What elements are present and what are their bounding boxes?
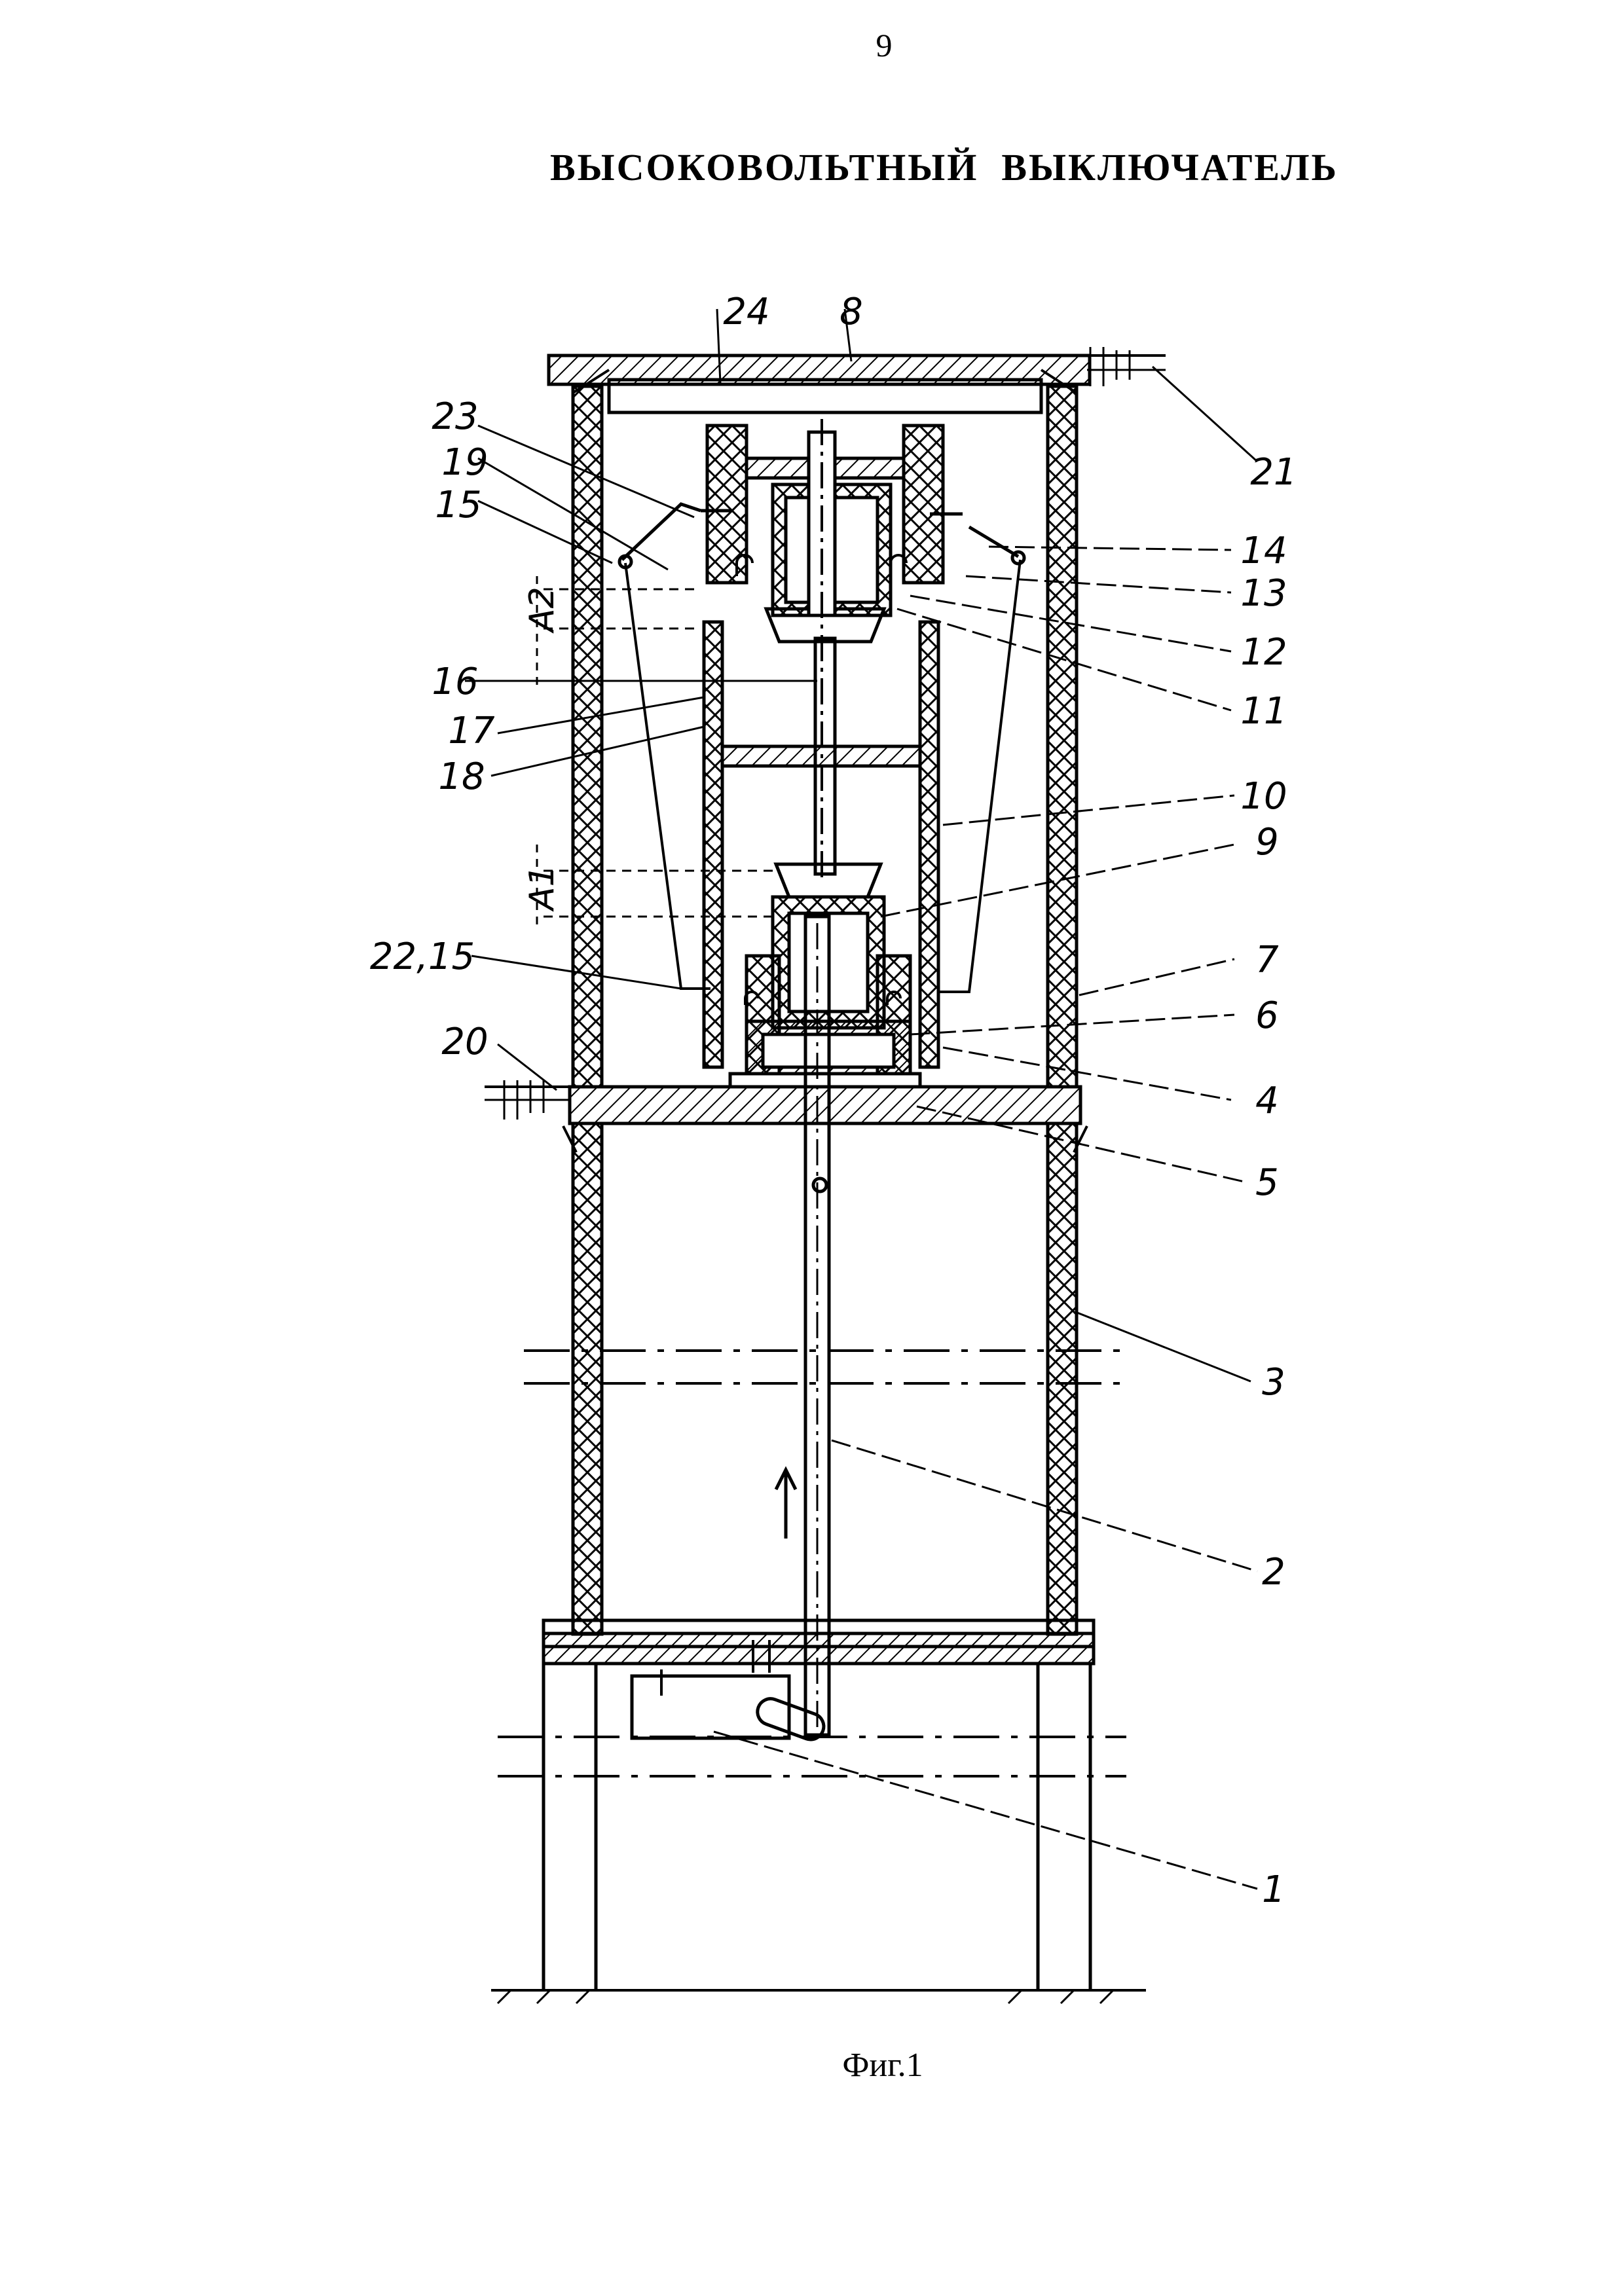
- label-2: 2: [1262, 1551, 1285, 1594]
- label-9: 9: [1255, 821, 1279, 864]
- label-13: 13: [1240, 572, 1287, 615]
- upper-housing-wall-right: [1046, 384, 1079, 1089]
- label-7: 7: [1255, 939, 1279, 981]
- label-18: 18: [438, 756, 485, 798]
- label-21: 21: [1250, 451, 1297, 494]
- label-10: 10: [1240, 775, 1287, 818]
- label-23: 23: [432, 395, 478, 438]
- label-20: 20: [441, 1021, 488, 1063]
- interrupter-wall-right: [918, 620, 940, 1069]
- label-14: 14: [1240, 530, 1287, 572]
- label-22-15: 22,15: [370, 936, 475, 978]
- label-12: 12: [1240, 631, 1287, 674]
- label-3: 3: [1262, 1361, 1285, 1404]
- figure-caption: Фиг.1: [842, 2047, 923, 2084]
- interrupter-wall-left: [702, 620, 724, 1069]
- drive-rod: [803, 915, 831, 1737]
- page-title: ВЫСОКОВОЛЬТНЫЙ ВЫКЛЮЧАТЕЛЬ: [550, 146, 1338, 189]
- label-1: 1: [1262, 1868, 1285, 1911]
- label-a1: A1: [523, 865, 562, 912]
- label-17: 17: [448, 710, 495, 752]
- label-5: 5: [1255, 1161, 1279, 1204]
- support-column-left: [571, 1121, 604, 1636]
- bottom-frame-plate: [542, 1631, 1096, 1666]
- support-column-right: [1046, 1121, 1079, 1636]
- base-plate: [568, 1085, 1082, 1125]
- label-a2: A2: [523, 587, 562, 634]
- label-4: 4: [1255, 1080, 1279, 1122]
- label-24: 24: [723, 291, 769, 333]
- upper-housing-wall-left: [571, 384, 604, 1089]
- label-6: 6: [1255, 994, 1279, 1037]
- label-11: 11: [1240, 690, 1287, 733]
- label-19: 19: [441, 441, 488, 484]
- label-16: 16: [432, 661, 478, 703]
- label-8: 8: [840, 291, 863, 333]
- label-15: 15: [435, 484, 481, 526]
- page-number: 9: [876, 27, 893, 64]
